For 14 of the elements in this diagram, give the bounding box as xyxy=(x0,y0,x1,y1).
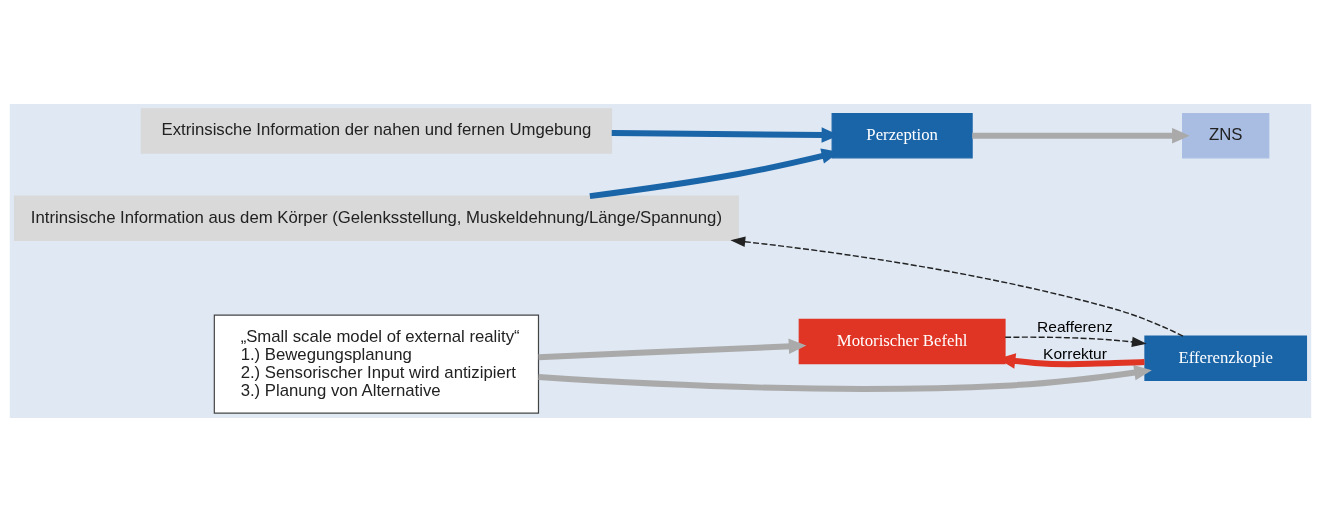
arrow xyxy=(538,365,1152,392)
edge-label: Korrektur xyxy=(1043,344,1107,362)
node-box: „Small scale model of external reality“ 1.) Bewegungsplanung 2.) Sensorischer Input wird antizipiert 3.) Planung von Alternative xyxy=(213,314,540,414)
arrow xyxy=(972,127,1190,144)
arrow xyxy=(1004,336,1147,348)
node-box: ZNS xyxy=(1182,112,1270,159)
arrow xyxy=(730,236,1184,337)
node-box: Motorischer Befehl xyxy=(798,318,1006,365)
edge-label: Reafferenz xyxy=(1037,318,1113,336)
node-box: Perzeption xyxy=(831,112,973,159)
node-box: Extrinsische Information der nahen und fernen Umgebung xyxy=(140,108,613,154)
node-box: Efferenzkopie xyxy=(1144,335,1308,381)
node-box: Intrinsische Information aus dem Körper (Gelenksstellung, Muskeldehnung/Länge/Spannung) xyxy=(13,195,739,241)
arrow xyxy=(538,338,807,361)
